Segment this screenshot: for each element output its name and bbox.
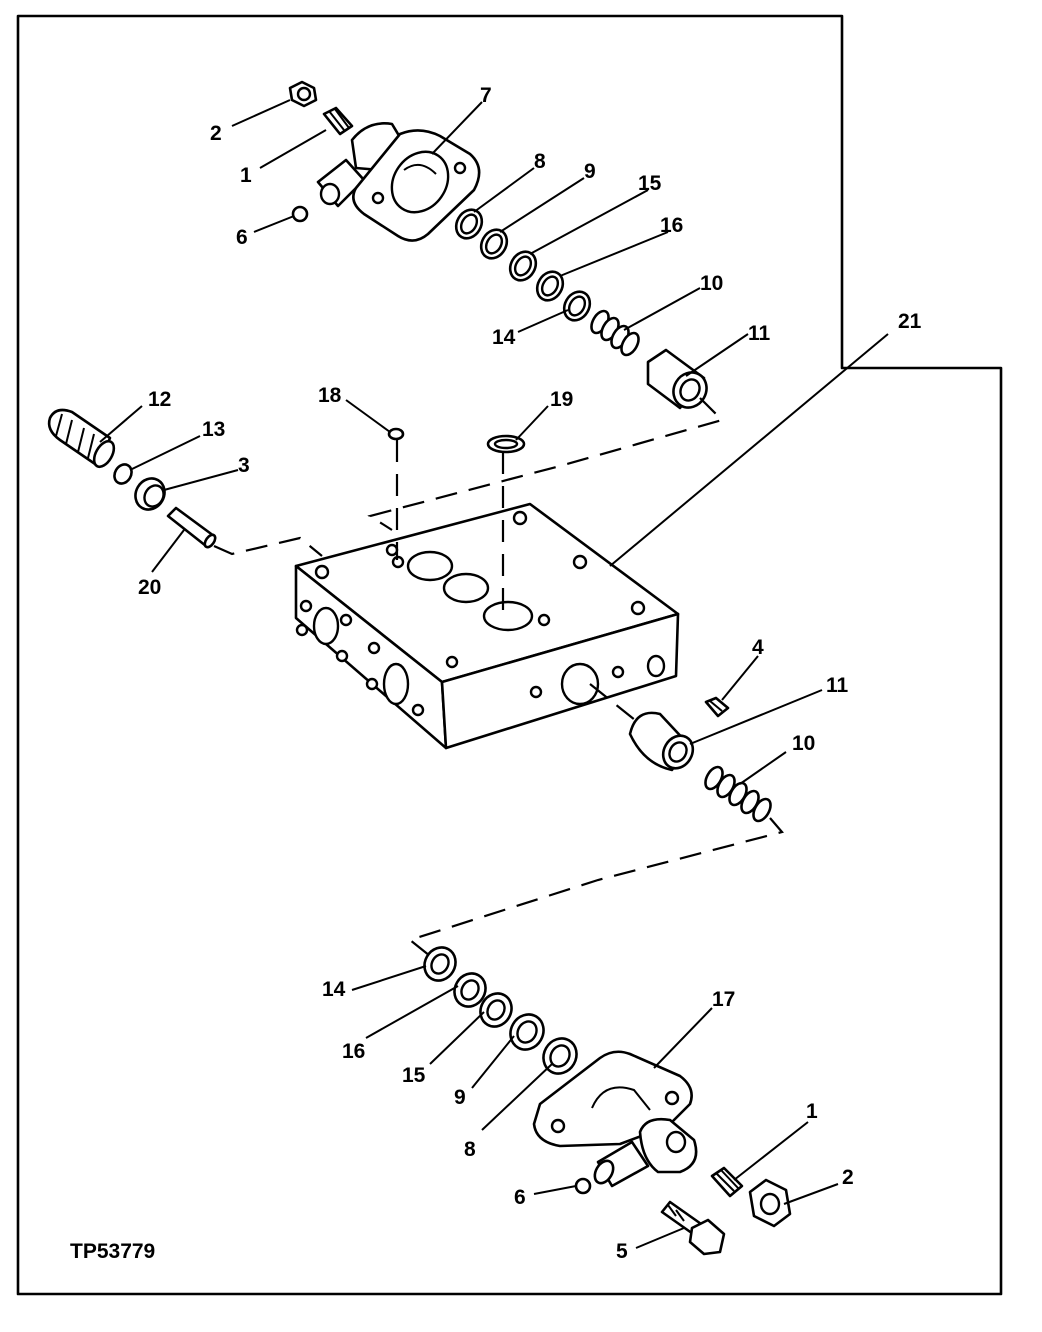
part-1-plug-bottom [710, 1166, 744, 1198]
callout-1-bottom: 1 [806, 1100, 818, 1123]
leader-lines [99, 99, 889, 1249]
callout-16-bottom: 16 [342, 1040, 365, 1063]
part-6-ball-top [291, 205, 309, 223]
part-5-bolt [660, 1200, 726, 1256]
part-6-ball-bottom [574, 1177, 592, 1195]
part-11-sleeve-mid [628, 711, 695, 772]
part-14-ring-bottom [423, 946, 457, 982]
part-14-ring-top [562, 290, 592, 322]
top-cap-assembly [288, 80, 708, 410]
callout-3: 3 [238, 454, 250, 477]
dash-path-pin-to-block [213, 536, 323, 557]
part-1-plug-top [322, 106, 354, 136]
callout-4: 4 [752, 636, 764, 659]
callout-15-bottom: 15 [402, 1064, 426, 1087]
callout-11-mid: 11 [826, 674, 849, 697]
part-8-ring-top [454, 208, 484, 240]
callout-9-top: 9 [584, 160, 596, 183]
callout-numbers: 2 1 6 7 8 9 15 16 10 14 11 21 12 13 3 20… [138, 84, 922, 1263]
callout-2-bottom: 2 [842, 1166, 854, 1189]
callout-13: 13 [202, 418, 225, 441]
callout-8-bottom: 8 [464, 1138, 476, 1161]
part-3-sleeve [134, 477, 166, 511]
dash-path-block-to-sleeve [589, 683, 641, 725]
part-16-ring-top [535, 270, 565, 302]
part-20-pin [166, 506, 217, 549]
part-15-ring-bottom [479, 992, 513, 1028]
callout-15-top: 15 [638, 172, 662, 195]
callout-1-top: 1 [240, 164, 252, 187]
part-17-cap [532, 1050, 698, 1188]
callout-19: 19 [550, 388, 573, 411]
callout-7: 7 [480, 84, 492, 107]
callout-5: 5 [616, 1240, 628, 1263]
dash-path-spring-to-bottom [407, 817, 784, 957]
callout-14-top: 14 [492, 326, 516, 349]
figure-id: TP53779 [70, 1240, 155, 1263]
dash-path-top-to-block [367, 397, 725, 531]
part-18-ring [387, 427, 405, 441]
part-9-ring-top [479, 228, 509, 260]
callout-10-mid: 10 [792, 732, 815, 755]
left-side-parts [47, 408, 217, 549]
part-10-spring-mid [704, 765, 772, 823]
callout-9-bottom: 9 [454, 1086, 466, 1109]
callout-8-top: 8 [534, 150, 546, 173]
part-21-valve-block [294, 502, 680, 750]
part-7-cap [316, 122, 481, 242]
bottom-cap-assembly [423, 946, 792, 1256]
callout-6-top: 6 [236, 226, 248, 249]
part-15-ring-top [508, 250, 538, 282]
part-9-ring-bottom [509, 1013, 545, 1051]
callout-11-top: 11 [748, 322, 771, 345]
part-12-valve [47, 408, 116, 469]
callout-14-bottom: 14 [322, 978, 346, 1001]
part-2-nut-bottom [748, 1178, 792, 1228]
callout-17: 17 [712, 988, 735, 1011]
part-13-o-ring [113, 463, 133, 485]
callout-16-top: 16 [660, 214, 683, 237]
part-19-ring [486, 434, 526, 454]
callout-12: 12 [148, 388, 171, 411]
callout-20: 20 [138, 576, 161, 599]
part-10-spring-top [590, 309, 640, 357]
callout-10-top: 10 [700, 272, 723, 295]
callout-2-top: 2 [210, 122, 222, 145]
part-16-ring-bottom [453, 972, 487, 1008]
callout-6-bottom: 6 [514, 1186, 526, 1209]
callout-21: 21 [898, 310, 922, 333]
callout-18: 18 [318, 384, 342, 407]
frame-outline [16, 14, 1003, 1296]
part-2-nut-top [288, 80, 318, 108]
part-4-plug [704, 696, 730, 718]
part-11-sleeve-top [646, 348, 708, 410]
